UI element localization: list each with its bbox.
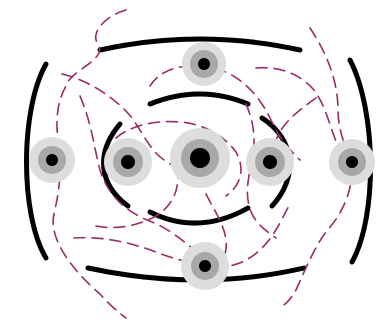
node-center-dot (190, 148, 210, 168)
node-left-outer[interactable] (29, 137, 75, 183)
node-left-inner[interactable] (104, 138, 152, 186)
node-top[interactable] (182, 42, 226, 86)
node-right-outer[interactable] (329, 139, 375, 185)
node-right-inner[interactable] (246, 138, 294, 186)
node-bottom-dot (199, 260, 211, 272)
node-left-outer-dot (46, 154, 58, 166)
node-top-dot (198, 58, 210, 70)
node-left-inner-dot (121, 155, 135, 169)
node-right-inner-dot (263, 155, 277, 169)
node-center[interactable] (170, 128, 230, 188)
node-right-outer-dot (346, 156, 358, 168)
node-bottom[interactable] (181, 242, 229, 290)
